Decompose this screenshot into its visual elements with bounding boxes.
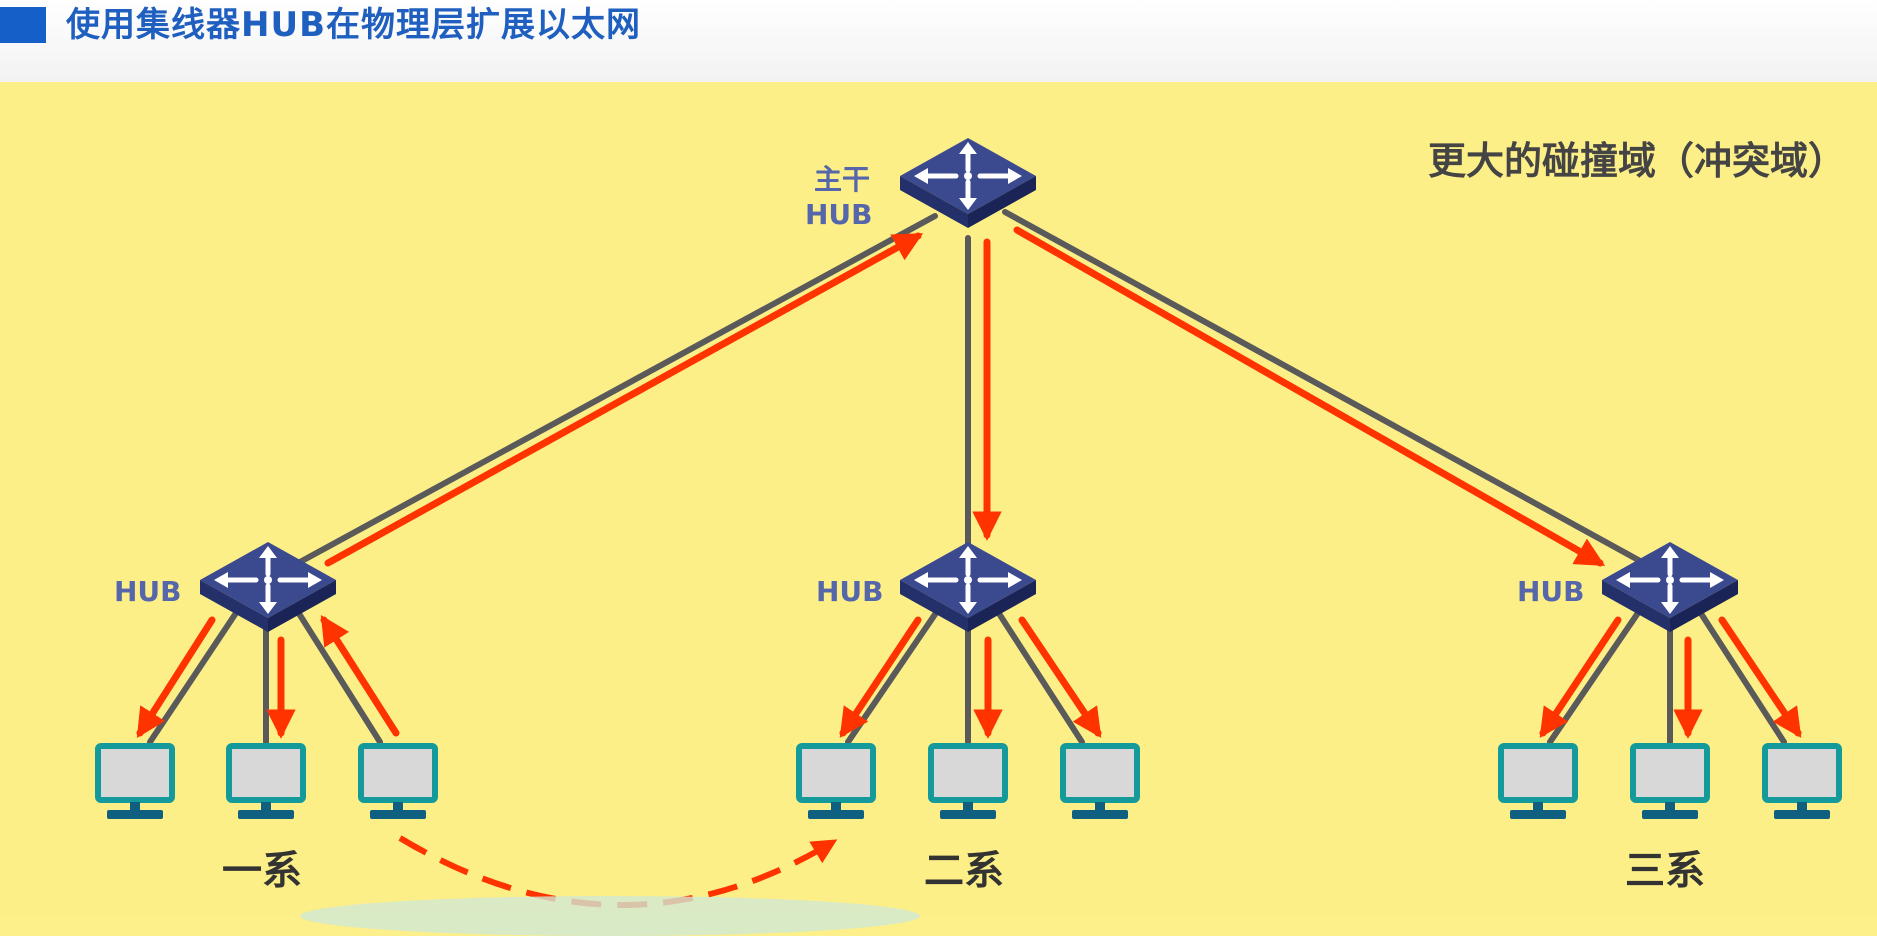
pc — [1765, 746, 1839, 819]
title-marker — [0, 7, 46, 43]
hub-label-dept-2: HUB — [816, 575, 884, 608]
pc — [1063, 746, 1137, 819]
dept-label-2: 二系 — [924, 848, 1004, 894]
backbone-hub-label-line2: HUB — [805, 198, 873, 231]
hub-dept-3 — [1602, 542, 1738, 632]
pc — [931, 746, 1005, 819]
pc — [799, 746, 873, 819]
signal-arrows — [136, 226, 1802, 739]
network-diagram — [0, 0, 1877, 908]
dept-label-1: 一系 — [222, 848, 302, 894]
hub-label-dept-3: HUB — [1517, 575, 1585, 608]
pc — [1501, 746, 1575, 819]
collision-domain-heading: 更大的碰撞域（冲突域） — [1428, 139, 1847, 183]
pc — [229, 746, 303, 819]
backbone-hub-label-line1: 主干 — [813, 163, 870, 196]
dept-label-3: 三系 — [1625, 848, 1705, 894]
pc — [361, 746, 435, 819]
pc — [1633, 746, 1707, 819]
hub-label-dept-1: HUB — [114, 575, 182, 608]
slide-header: 使用集线器HUB在物理层扩展以太网 — [0, 0, 1877, 82]
pc — [98, 746, 172, 819]
slide-title: 使用集线器HUB在物理层扩展以太网 — [66, 5, 641, 45]
backbone-links — [297, 209, 1645, 568]
decorative-strip — [300, 896, 920, 936]
cross-dept-dashed-arrow — [398, 835, 838, 908]
